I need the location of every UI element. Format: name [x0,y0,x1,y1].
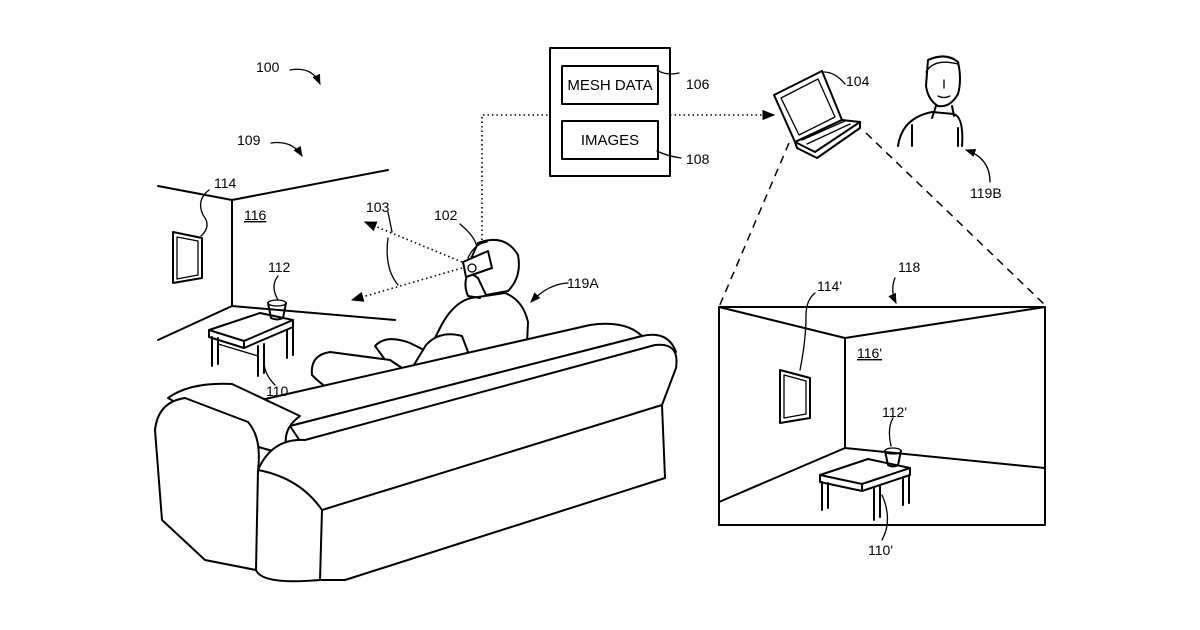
ref-114p: 114' [817,278,842,294]
ref-109: 109 [237,132,261,148]
ref-114: 114 [214,175,237,191]
ref-108: 108 [686,151,710,167]
virtual-table-110p [820,459,910,520]
ref-110: 110 [266,383,289,399]
ref-119a: 119A [567,275,599,291]
ref-118: 118 [898,259,921,275]
server-outline [550,48,670,176]
ref-106: 106 [686,76,710,92]
ref-119b: 119B [970,185,1002,201]
room-ceiling-edge [158,170,388,200]
projection-lines [719,133,1045,307]
images-label: IMAGES [581,132,639,149]
ref-112: 112 [268,259,291,275]
wall-picture-114 [173,232,202,283]
field-of-view-103 [352,212,462,300]
ref-100: 100 [256,59,280,75]
virtual-picture-114p [780,370,810,423]
mesh-data-label: MESH DATA [567,77,652,94]
server-box: MESH DATA IMAGES [550,48,670,176]
remote-person-119b [898,56,962,146]
headset-to-server-link [482,115,550,240]
side-table-110 [209,313,293,376]
virtual-ceiling-edge [719,307,1045,338]
ref-116p: 116' [857,345,882,361]
ref-104: 104 [846,73,870,89]
ref-116: 116 [244,207,267,223]
ref-103: 103 [366,199,390,215]
ref-110p: 110' [868,542,893,558]
ref-102: 102 [434,207,458,223]
ref-112p: 112' [882,404,907,420]
